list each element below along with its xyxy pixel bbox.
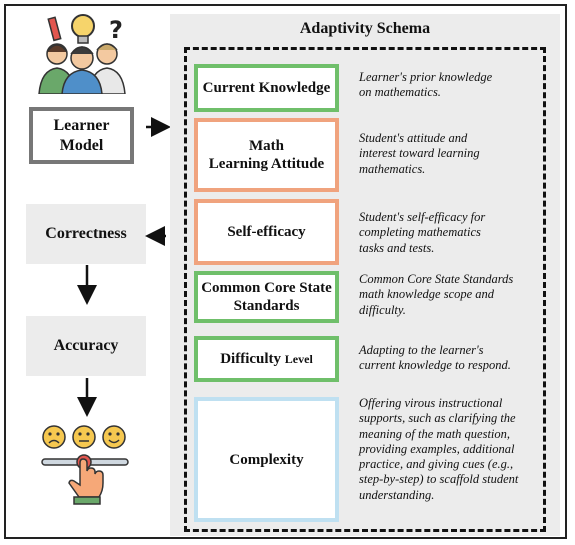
correctness-label: Correctness: [45, 225, 127, 242]
accuracy-label: Accuracy: [53, 337, 119, 354]
current-knowledge-desc: Learner's prior knowledge on mathematics…: [359, 70, 492, 101]
common-core-desc: Common Core State Standards math knowled…: [359, 272, 513, 318]
math-learning-attitude-line2: Learning Attitude: [208, 156, 325, 172]
current-knowledge-label: Current Knowledge: [202, 80, 331, 96]
complexity-label: Complexity: [229, 451, 304, 468]
difficulty-level-desc: Adapting to the learner's current knowle…: [359, 343, 511, 374]
math-learning-attitude-desc: Student's attitude and interest toward l…: [359, 131, 480, 177]
learner-model-line1: Learner: [53, 116, 110, 134]
desc-line: interest toward learning: [359, 146, 480, 161]
desc-line: providing examples, additional: [359, 441, 515, 456]
accuracy-box: Accuracy: [26, 316, 146, 376]
desc-line: mathematics.: [359, 161, 426, 176]
learners-group-icon: ?: [38, 14, 126, 94]
desc-line: math knowledge scope and: [359, 287, 495, 302]
desc-line: completing mathematics: [359, 225, 481, 240]
desc-line: current knowledge to respond.: [359, 358, 511, 373]
self-efficacy-desc: Student's self-efficacy for completing m…: [359, 210, 485, 256]
complexity-box: Complexity: [194, 397, 339, 522]
correctness-box: Correctness: [26, 204, 146, 264]
desc-line: understanding.: [359, 487, 435, 502]
desc-line: Student's attitude and: [359, 131, 468, 145]
desc-line: meaning of the math question,: [359, 426, 511, 441]
desc-line: supports, such as clarifying the: [359, 411, 516, 426]
hand-pointer-icon: [68, 458, 104, 505]
lightbulb-icon: [71, 14, 95, 44]
learner-model-line2: Model: [59, 136, 104, 154]
current-knowledge-box: Current Knowledge: [194, 64, 339, 112]
self-efficacy-box: Self-efficacy: [194, 199, 339, 265]
complexity-desc: Offering virous instructional supports, …: [359, 396, 518, 503]
difficulty-suffix: Level: [284, 351, 313, 366]
desc-line: Offering virous instructional: [359, 396, 503, 410]
schema-dashed-border: [184, 47, 546, 532]
desc-line: Student's self-efficacy for: [359, 210, 486, 224]
self-efficacy-label: Self-efficacy: [227, 224, 306, 240]
schema-title: Adaptivity Schema: [299, 20, 431, 37]
common-core-line2: Standards: [233, 298, 300, 314]
math-learning-attitude-line1: Math: [249, 138, 284, 154]
desc-line: step-by-step) to scaffold student: [359, 472, 519, 487]
desc-line: Adapting to the learner's: [359, 343, 484, 357]
feedback-faces-icon: [41, 425, 129, 505]
desc-line: Learner's prior knowledge: [359, 70, 493, 84]
learner-model-box: Learner Model: [29, 107, 134, 164]
desc-line: practice, and giving cues (e.g.,: [359, 457, 514, 471]
math-learning-attitude-box: Math Learning Attitude: [194, 118, 339, 192]
difficulty-level-box: Difficulty Level: [194, 336, 339, 382]
desc-line: tasks and tests.: [359, 240, 435, 255]
difficulty-label: Difficulty: [220, 351, 282, 367]
question-mark-icon: ?: [109, 16, 123, 44]
common-core-line1: Common Core State: [201, 280, 332, 296]
common-core-box: Common Core State Standards: [194, 271, 339, 323]
desc-line: difficulty.: [359, 302, 406, 317]
desc-line: on mathematics.: [359, 85, 441, 100]
outer-frame: [4, 4, 567, 539]
desc-line: Common Core State Standards: [359, 272, 514, 286]
